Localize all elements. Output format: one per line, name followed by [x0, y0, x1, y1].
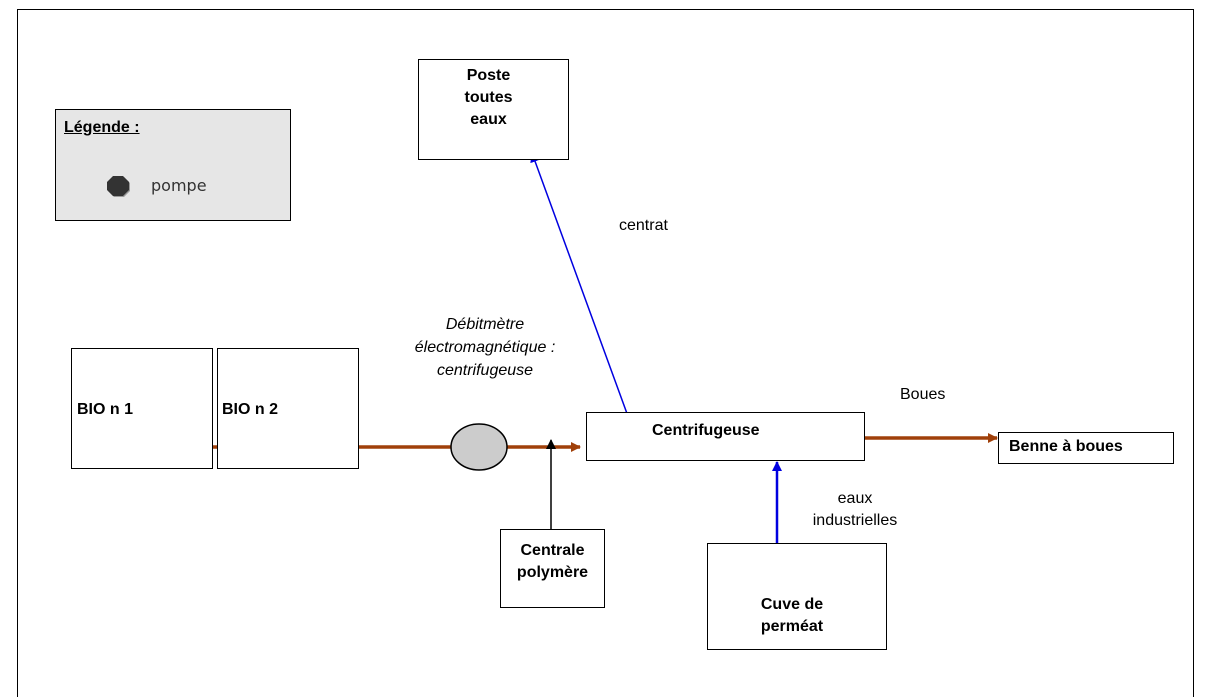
bio2-box: BIO n 2: [217, 348, 359, 469]
centrifugeuse-box: Centrifugeuse: [586, 412, 865, 461]
centrale-polymere-box: Centrale polymère: [500, 529, 605, 608]
bio1-label: BIO n 1: [77, 401, 134, 418]
centrifugeuse-label: Centrifugeuse: [652, 422, 760, 439]
legend-pump-label: pompe: [151, 176, 207, 195]
poste-toutes-eaux-label: Poste toutes eaux: [464, 67, 513, 128]
eaux-industrielles-label: eaux industrielles: [812, 490, 898, 529]
benne-a-boues-box: Benne à boues: [998, 432, 1174, 464]
bio1-box: BIO n 1: [71, 348, 213, 469]
centrat-label: centrat: [619, 217, 668, 234]
bio2-label: BIO n 2: [222, 401, 279, 418]
debitmetre-label: Débitmètre électromagnétique : centrifug…: [414, 316, 556, 379]
cuve-de-permeat-box: Cuve de perméat: [707, 543, 887, 650]
benne-a-boues-label: Benne à boues: [1009, 438, 1123, 455]
cuve-de-permeat-label: Cuve de perméat: [760, 596, 824, 635]
flowmeter-icon: [450, 423, 508, 471]
pump-icon: [107, 176, 130, 197]
diagram-frame: [17, 9, 1194, 697]
boues-label: Boues: [900, 386, 946, 403]
centrale-polymere-label: Centrale polymère: [516, 542, 589, 581]
legend-box: Légende : pompe: [55, 109, 291, 221]
legend-title: Légende :: [64, 119, 140, 136]
centrat-line: [530, 152, 634, 431]
poste-toutes-eaux-box: Poste toutes eaux: [418, 59, 569, 160]
